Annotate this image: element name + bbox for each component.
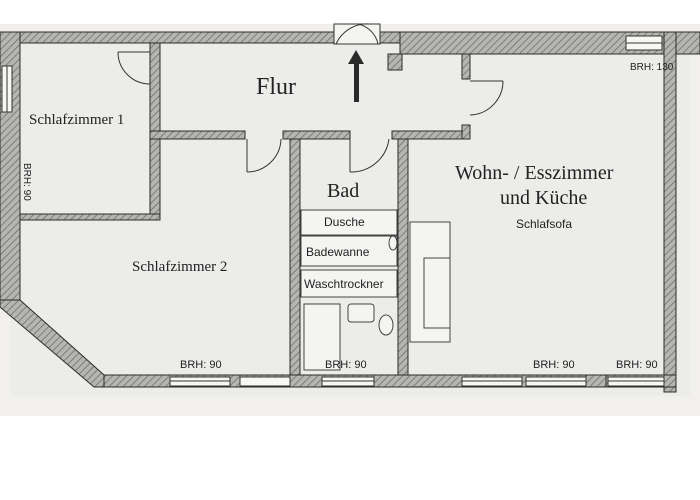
brh-schlaf2-bottom: BRH: 90: [180, 359, 222, 371]
toilet: [378, 314, 394, 336]
interior-walls: [19, 42, 607, 388]
label-badewanne: Badewanne: [306, 245, 370, 259]
brh-wohn-bottom-2: BRH: 90: [616, 359, 658, 371]
washer-area: [300, 269, 398, 298]
bathroom-fixtures: [300, 209, 398, 371]
sink: [347, 303, 375, 323]
room-label-schlafzimmer2: Schlafzimmer 2: [132, 259, 227, 275]
bath-drain: [388, 235, 398, 251]
brh-schlaf1-left: BRH: 90: [21, 163, 32, 201]
shower-tray: [303, 303, 341, 371]
brh-bad-bottom: BRH: 90: [325, 359, 367, 371]
bathtub-area: [300, 235, 398, 267]
entrance-door: [333, 23, 381, 45]
shower-area: [300, 209, 398, 236]
schlafsofa-shape: [409, 221, 451, 343]
window-schlaf2-2: [239, 376, 291, 387]
label-schlafsofa: Schlafsofa: [516, 217, 572, 231]
label-waschtrockner: Waschtrockner: [304, 277, 384, 291]
entrance-arrow: [348, 50, 364, 102]
room-label-schlafzimmer1: Schlafzimmer 1: [29, 112, 124, 128]
room-label-wohn-1: Wohn- / Esszimmer: [455, 162, 614, 184]
brh-wohn-bottom-1: BRH: 90: [533, 359, 575, 371]
room-label-wohn-2: und Küche: [500, 187, 587, 209]
room-label-bad: Bad: [327, 180, 359, 202]
label-dusche: Dusche: [324, 215, 365, 229]
brh-wohn-top: BRH: 130: [630, 62, 674, 73]
room-label-flur: Flur: [256, 74, 296, 100]
windows: [1, 35, 665, 387]
door-swings: [117, 51, 504, 173]
